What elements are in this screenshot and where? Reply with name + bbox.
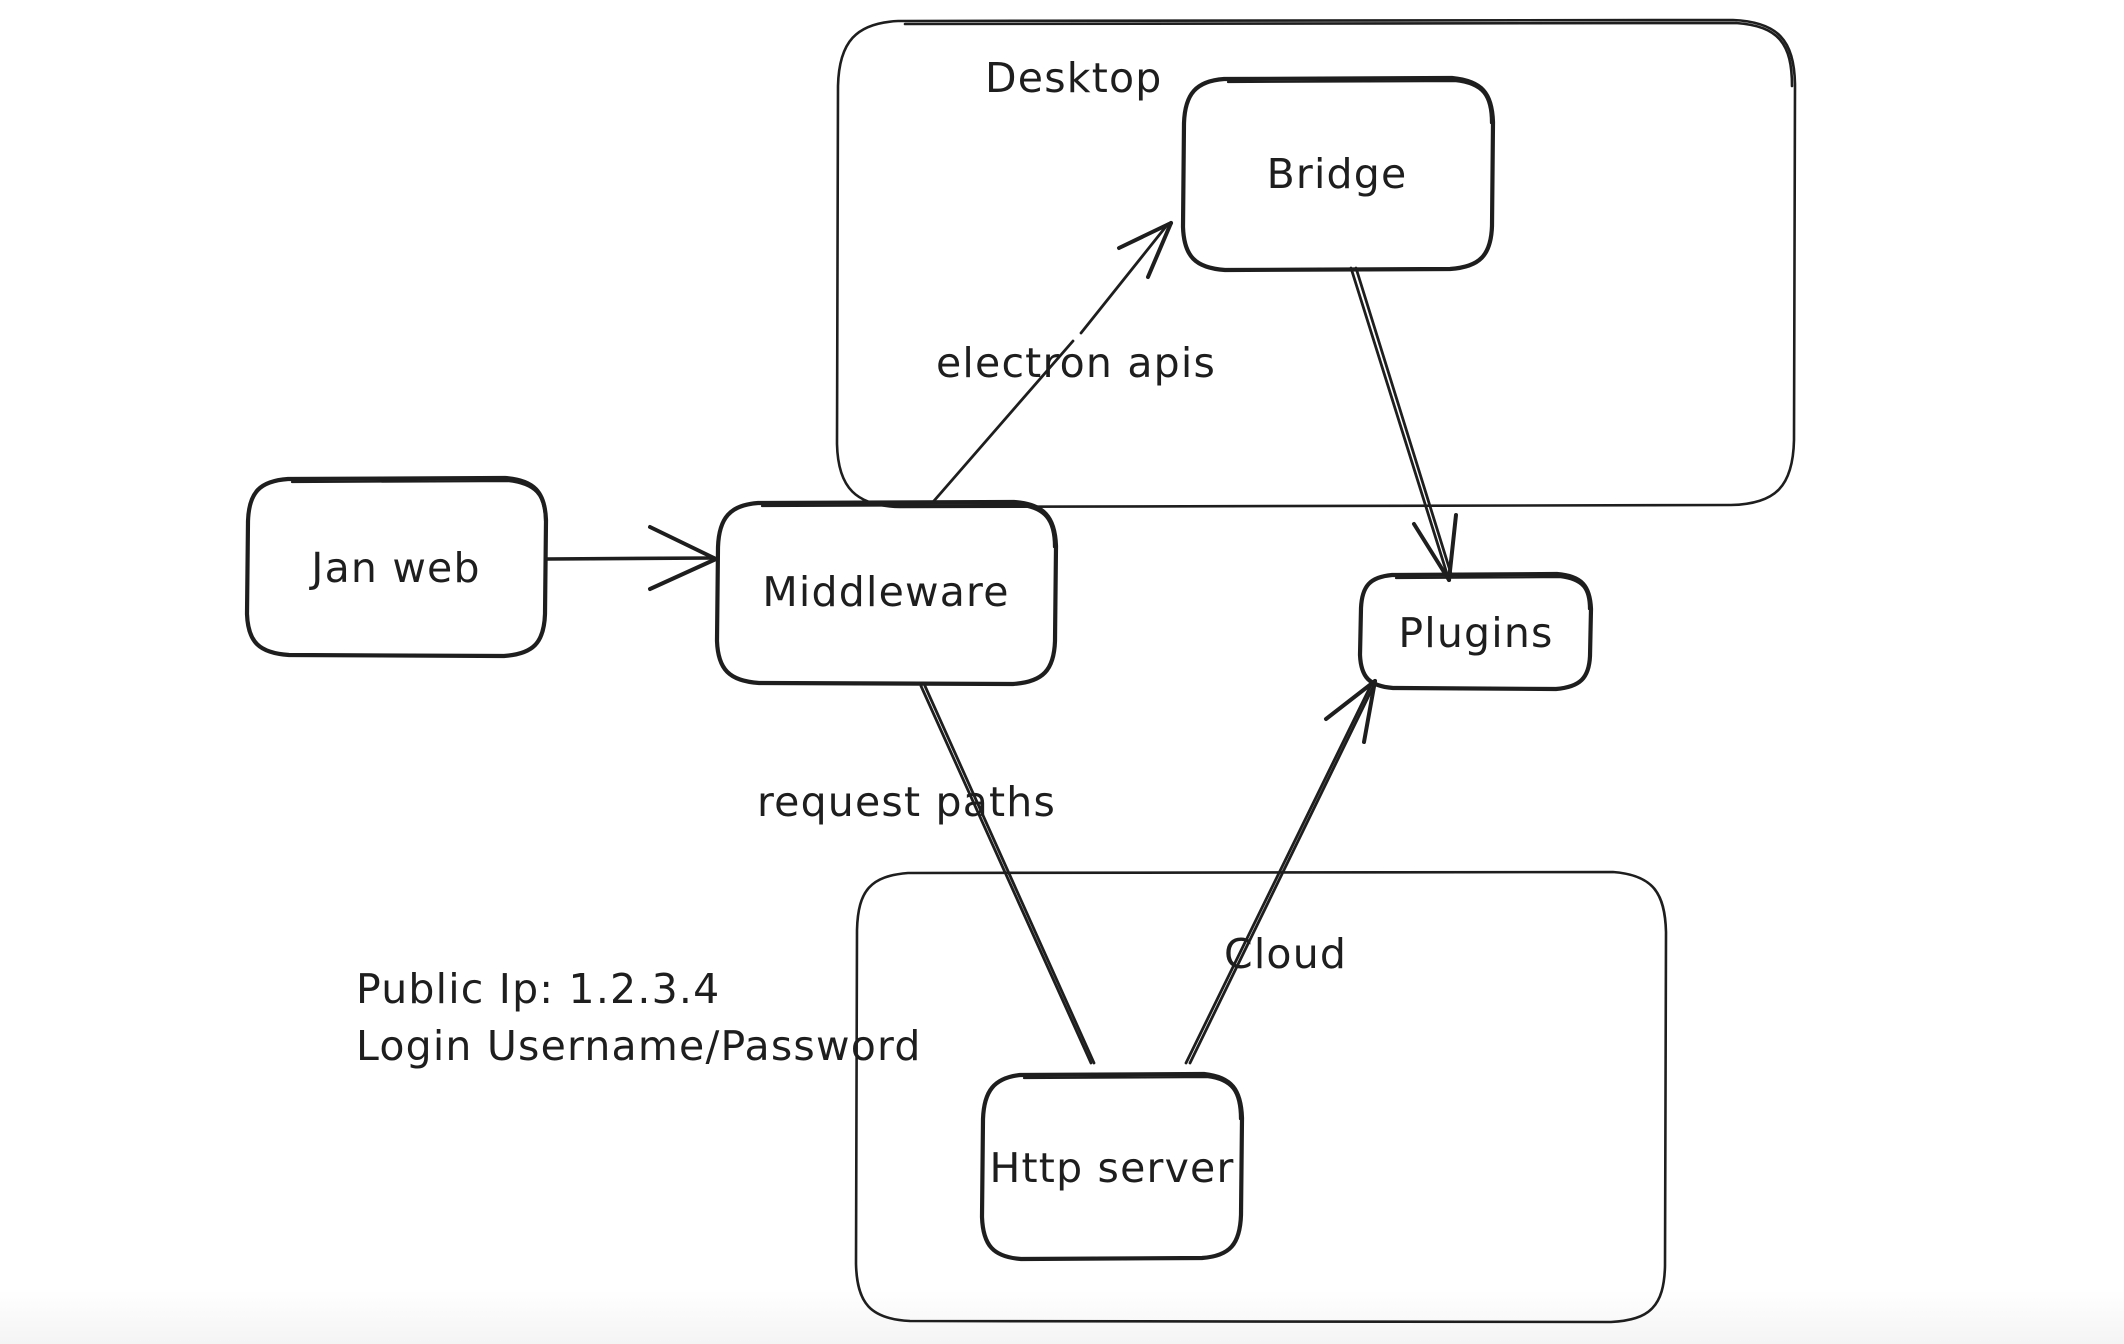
edge-middleware-to-bridge[interactable]: electron apis: [931, 221, 1216, 504]
edge-bridge-to-plugins[interactable]: [1349, 266, 1458, 582]
arrowhead-lower-barb: [1146, 221, 1173, 279]
node-bridge[interactable]: Bridge: [1180, 75, 1496, 273]
edge-line: [545, 556, 716, 561]
edge-line: [1184, 681, 1374, 1065]
edge-line-upper-segment: [1079, 222, 1170, 335]
group-label-desktop: Desktop: [985, 54, 1163, 102]
cloud-container-outline: [854, 870, 1668, 1324]
edge-http-server-to-plugins[interactable]: Cloud: [1184, 679, 1377, 1065]
node-box-sketch-pass: [760, 503, 1056, 549]
node-box: [244, 475, 549, 659]
node-box: [1180, 75, 1496, 273]
edge-jan-web-to-middleware[interactable]: [545, 525, 718, 591]
arrowhead-lower-barb: [1362, 679, 1377, 744]
group-cloud[interactable]: [854, 870, 1668, 1324]
edge-label-request-paths: request paths: [757, 778, 1056, 826]
node-jan-web[interactable]: Jan web: [244, 475, 549, 659]
node-label: Jan web: [308, 544, 480, 592]
arrowhead-upper-barb: [648, 525, 718, 561]
edge-label-cloud: Cloud: [1224, 930, 1347, 978]
desktop-container-outline: [835, 18, 1797, 509]
group-desktop[interactable]: [835, 18, 1797, 509]
node-http-server[interactable]: Http server: [979, 1071, 1245, 1262]
edge-line-sketch-pass: [1354, 266, 1454, 579]
node-box: [979, 1071, 1245, 1262]
note-login: Login Username/Password: [356, 1022, 922, 1070]
node-label: Bridge: [1267, 150, 1408, 198]
node-box: [714, 499, 1059, 687]
edge-line: [919, 684, 1093, 1065]
node-box-sketch-pass: [290, 479, 547, 523]
edge-middleware-to-http-server[interactable]: request paths: [757, 684, 1096, 1065]
arrowhead-left-barb: [1117, 221, 1173, 250]
arrowhead-left-barb: [1412, 522, 1451, 582]
node-middleware[interactable]: Middleware: [714, 499, 1059, 687]
edge-line: [1349, 266, 1450, 579]
node-label: Http server: [989, 1144, 1234, 1192]
note-public-ip: Public Ip: 1.2.3.4: [356, 965, 720, 1013]
node-plugins[interactable]: Plugins: [1357, 571, 1594, 692]
node-box-sketch-pass: [1022, 1075, 1242, 1121]
node-box: [1357, 571, 1594, 692]
edge-line-sketch-pass: [923, 684, 1096, 1065]
arrowhead-left-barb: [1324, 679, 1377, 721]
arrowhead-right-barb: [1447, 513, 1458, 582]
arrowhead-lower-barb: [648, 557, 718, 591]
edge-label-electron-apis: electron apis: [936, 339, 1216, 387]
node-label: Middleware: [762, 568, 1009, 616]
desktop-container-sketch-pass: [903, 21, 1794, 88]
edge-line-sketch-pass: [1188, 681, 1377, 1065]
edge-line-lower-segment: [931, 339, 1075, 504]
node-box-sketch-pass: [1394, 575, 1591, 611]
node-box-sketch-pass: [1226, 79, 1493, 125]
notes-block: Public Ip: 1.2.3.4 Login Username/Passwo…: [356, 965, 922, 1070]
node-label: Plugins: [1398, 609, 1553, 657]
